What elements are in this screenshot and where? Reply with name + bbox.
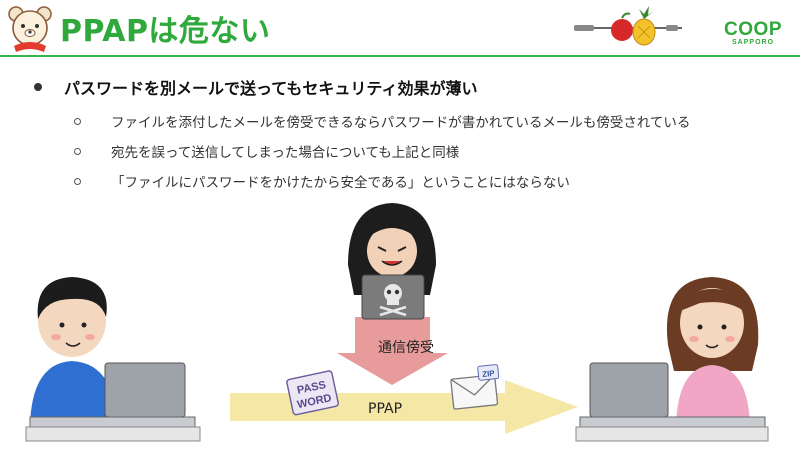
sub-bullet: 宛先を誤って送信してしまった場合についても上記と同様 <box>74 136 690 166</box>
password-doc-text-line1: PASS <box>296 379 327 397</box>
sub-bullet-text: 宛先を誤って送信してしまった場合についても上記と同様 <box>111 145 460 161</box>
bullet-ring-icon <box>74 117 81 125</box>
sub-bullet-text: ファイルを添付したメールを傍受できるならパスワードが書かれているメールも傍受され… <box>111 115 691 131</box>
slide-header: PPAPは危ない COOP SAPPORO <box>0 0 800 57</box>
bear-mascot-icon <box>8 6 52 52</box>
header-divider <box>0 55 800 57</box>
diagram-graphics: PASS WORD ZIP <box>25 203 769 442</box>
ppap-flow-label: PPAP <box>368 401 403 417</box>
coop-sapporo-logo: COOP SAPPORO <box>724 20 782 46</box>
fruit-skewer-icon <box>574 6 682 46</box>
main-bullet: パスワードを別メールで送ってもセキュリティ効果が薄い <box>28 74 690 100</box>
hacker-icon <box>348 203 436 320</box>
bullet-dot-icon <box>34 83 42 91</box>
main-bullet-text: パスワードを別メールで送ってもセキュリティ効果が薄い <box>64 79 478 98</box>
bullet-ring-icon <box>74 177 81 185</box>
intercept-arrow <box>337 317 448 385</box>
sub-bullet: ファイルを添付したメールを傍受できるならパスワードが書かれているメールも傍受され… <box>74 106 690 136</box>
ppap-flow-arrow <box>230 380 578 434</box>
logo-main-text: COOP <box>724 19 782 40</box>
recipient-person-icon <box>575 277 769 442</box>
zip-tag-text: ZIP <box>482 369 496 379</box>
password-document-icon: PASS WORD <box>286 370 339 416</box>
zip-envelope-icon: ZIP <box>450 364 500 410</box>
sub-bullet-text: 「ファイルにパスワードをかけたから安全である」ということにはならない <box>111 175 570 191</box>
bullet-ring-icon <box>74 147 81 155</box>
page-title: PPAPは危ない <box>60 14 271 49</box>
sender-person-icon <box>25 277 201 442</box>
sub-bullet: 「ファイルにパスワードをかけたから安全である」ということにはならない <box>74 166 690 196</box>
logo-sub-text: SAPPORO <box>732 39 775 46</box>
intercept-label: 通信傍受 <box>378 340 434 356</box>
ppap-diagram: PASS WORD ZIP 通信傍受 PPAP <box>0 195 800 450</box>
bullet-list: パスワードを別メールで送ってもセキュリティ効果が薄い ファイルを添付したメールを… <box>28 74 690 196</box>
